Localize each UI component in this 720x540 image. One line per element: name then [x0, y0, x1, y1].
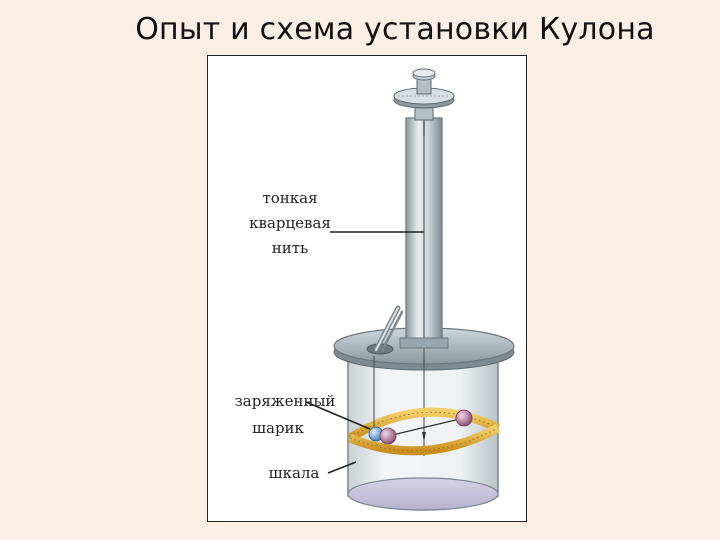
- scale-ring-front: [348, 424, 501, 456]
- torsion-head-dial: [393, 68, 455, 136]
- slide-title: Опыт и схема установки Кулона: [135, 12, 655, 47]
- scale-label: шкала: [269, 464, 320, 482]
- thread-label-line3: нить: [272, 239, 308, 257]
- label-leaders: [305, 231, 424, 474]
- charge-rod: [373, 305, 404, 353]
- ball-label-line1: заряженный: [235, 392, 336, 410]
- thread-label-line2: кварцевая: [249, 214, 331, 232]
- movable-charged-ball: [379, 427, 397, 445]
- coulomb-apparatus-illustration: тонкая кварцевая нить заряженный шарик ш…: [235, 68, 515, 511]
- coulomb-apparatus-figure: тонкая кварцевая нить заряженный шарик ш…: [207, 55, 527, 522]
- scale-ring: [347, 407, 500, 442]
- thread-label-line1: тонкая: [262, 189, 317, 207]
- counterweight-ball: [455, 409, 473, 427]
- torsion-arm: [373, 356, 465, 456]
- ball-label-line2: шарик: [252, 419, 304, 437]
